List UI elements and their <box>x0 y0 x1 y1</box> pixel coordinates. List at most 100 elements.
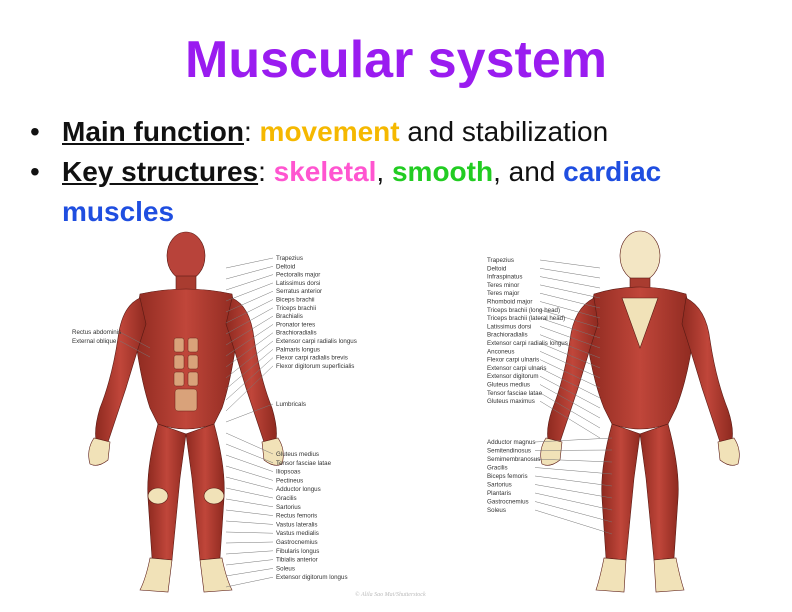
leader-line <box>539 301 601 319</box>
front-label-right: Extensor digitorum longus <box>276 574 348 581</box>
leader-line <box>539 326 601 349</box>
bullet-separator: : <box>258 156 274 187</box>
leader-line <box>225 282 274 302</box>
leader-line <box>225 568 274 577</box>
back-label-upper: Latissimus dorsi <box>487 323 531 330</box>
leader-line <box>539 284 601 299</box>
back-label-upper: Tensor fasciae latae <box>487 390 543 397</box>
leader-line <box>225 257 274 269</box>
front-label-right: Lumbricals <box>276 401 306 408</box>
front-label-right: Vastus lateralis <box>276 521 318 528</box>
image-credit: © Alila Sao Mai/Shutterstock <box>355 592 426 598</box>
leader-line <box>225 340 274 379</box>
front-label-left: External oblique <box>72 338 117 345</box>
back-label-lower: Semimembranosus <box>487 456 540 463</box>
leader-line <box>225 509 274 516</box>
bullet-list: • Main function: movement and stabilizat… <box>30 112 770 232</box>
front-label-right: Tensor fasciae latae <box>276 460 332 467</box>
front-label-right: Vastus medialis <box>276 530 319 537</box>
leader-line <box>225 576 274 588</box>
front-label-right: Triceps brachii <box>276 305 316 312</box>
structure-smooth: smooth <box>391 156 494 187</box>
leader-line <box>539 259 601 269</box>
front-label-right: Flexor digitorum superficialis <box>276 363 354 370</box>
leader-line <box>534 467 613 475</box>
leader-line <box>534 458 613 463</box>
back-label-upper: Flexor carpi ulnaris <box>487 357 539 364</box>
leader-line <box>534 484 613 499</box>
back-label-lower: Sartorius <box>487 482 512 489</box>
front-label-right: Trapezius <box>276 255 303 262</box>
bullet-marker: • <box>30 116 40 147</box>
back-label-upper: Trapezius <box>487 257 514 264</box>
leader-line <box>225 324 274 357</box>
front-label-right: Pectineus <box>276 477 303 484</box>
bullet-heading: Key structures <box>62 156 259 187</box>
back-label-upper: Extensor carpi radialis longus <box>487 340 568 347</box>
front-label-right: Iliopsoas <box>276 469 300 476</box>
leader-line <box>539 334 601 359</box>
back-label-lower: Gracilis <box>487 465 508 472</box>
back-label-upper: Brachioradialis <box>487 332 528 339</box>
structure-skeletal: skeletal <box>273 156 377 187</box>
back-label-upper: Triceps brachii (long head) <box>487 307 560 314</box>
back-label-upper: Extensor carpi ulnaris <box>487 365 547 372</box>
leader-line <box>225 454 274 472</box>
leader-line <box>225 550 274 555</box>
leader-line <box>534 475 613 487</box>
leader-line <box>225 332 274 368</box>
leader-line <box>225 443 274 464</box>
leader-line <box>225 541 274 544</box>
leader-line <box>225 498 274 508</box>
leader-line <box>534 449 613 451</box>
leader-line <box>539 359 601 389</box>
front-label-right: Adductor longus <box>276 486 321 493</box>
bullet-marker: • <box>30 156 40 187</box>
leader-line <box>225 520 274 525</box>
function-movement: movement <box>259 116 400 147</box>
leader-line <box>225 266 274 280</box>
leader-line <box>225 307 274 335</box>
back-label-upper: Gluteus medius <box>487 382 530 389</box>
front-label-right: Tibialis anterior <box>276 557 318 564</box>
leader-line <box>534 492 613 511</box>
leader-line <box>225 299 274 324</box>
front-label-right: Latissimus dorsi <box>276 280 320 287</box>
leader-line <box>539 367 601 399</box>
bullet-separator: : <box>243 116 260 147</box>
leader-line <box>539 342 601 369</box>
function-rest: and stabilization <box>399 116 609 147</box>
front-view-figure <box>88 231 284 593</box>
front-label-right: Deltoid <box>276 263 296 270</box>
leader-line <box>539 375 601 409</box>
leader-line <box>539 317 601 339</box>
leader-line <box>225 432 274 455</box>
leader-line <box>534 509 613 535</box>
back-label-upper: Infraspinatus <box>487 274 522 281</box>
back-label-upper: Teres minor <box>487 282 519 289</box>
leader-line <box>539 400 601 439</box>
bullet-main-function: • Main function: movement and stabilizat… <box>30 112 770 152</box>
front-label-right: Biceps brachii <box>276 297 315 304</box>
front-label-right: Pronator teres <box>276 321 315 328</box>
back-label-upper: Teres major <box>487 290 519 297</box>
leader-line <box>225 290 274 313</box>
leader-line <box>539 268 601 279</box>
front-label-right: Flexor carpi radialis brevis <box>276 355 348 362</box>
structure-sep-2: , and <box>493 156 564 187</box>
back-label-lower: Gastrocnemius <box>487 499 529 506</box>
leader-line <box>225 357 274 401</box>
front-label-right: Palmaris longus <box>276 346 320 353</box>
front-label-right: Serratus anterior <box>276 288 322 295</box>
leader-line <box>225 403 274 423</box>
leader-line <box>539 276 601 289</box>
structure-cardiac: cardiac muscles <box>62 156 662 227</box>
back-label-lower: Soleus <box>487 507 506 514</box>
back-label-upper: Deltoid <box>487 265 507 272</box>
front-label-right: Gracilis <box>276 495 297 502</box>
leader-line <box>119 340 151 358</box>
bullet-key-structures: • Key structures: skeletal, smooth, and … <box>30 152 770 232</box>
back-label-upper: Gluteus maximus <box>487 398 535 405</box>
leader-line <box>119 331 151 349</box>
